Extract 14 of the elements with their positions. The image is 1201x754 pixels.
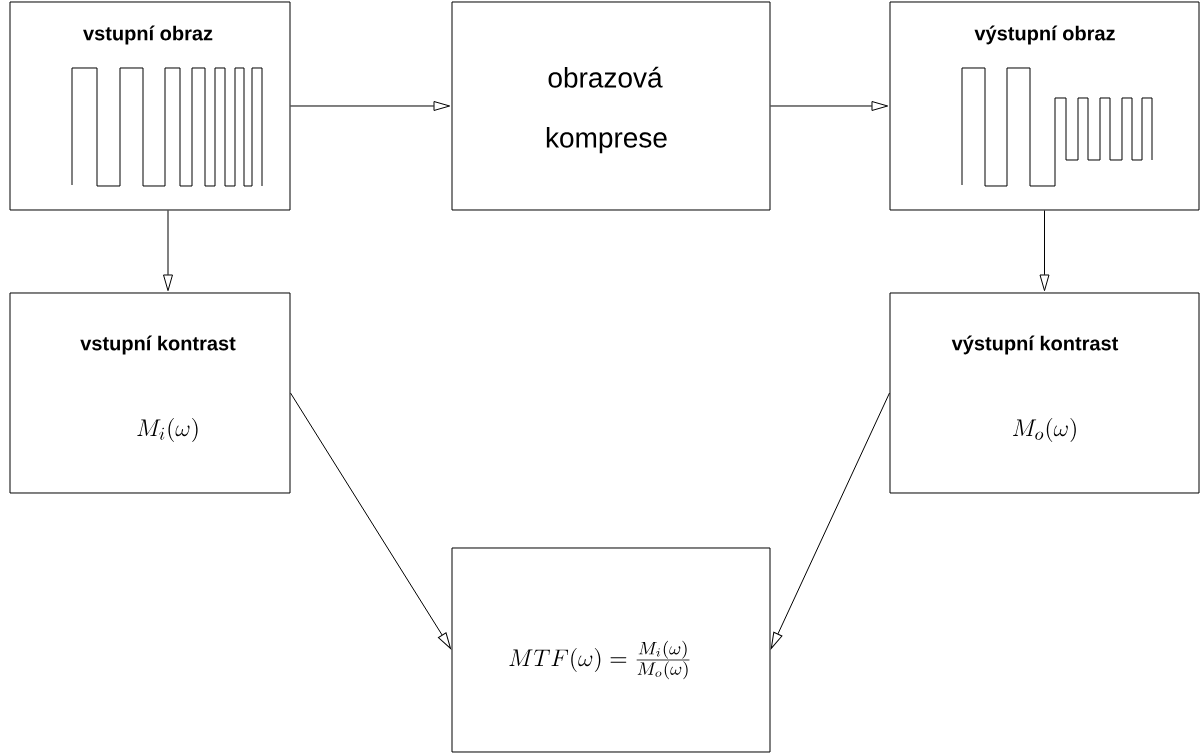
arrow: [290, 392, 451, 649]
arrow: [770, 101, 889, 111]
formula: $M_i(\omega)$: [137, 418, 198, 442]
arrow: [1039, 210, 1050, 292]
arrow: [770, 392, 890, 649]
arrow: [163, 210, 173, 292]
box-title: vstupní kontrast: [80, 335, 236, 355]
box-title: vstupní obraz: [83, 25, 213, 45]
box-label: obrazová komprese: [546, 66, 667, 154]
formula: $MTF(\omega) = \frac{M_i(\omega)}{M_o(\omega)}$: [509, 640, 690, 680]
arrow: [290, 101, 451, 111]
box-title: výstupní kontrast: [951, 335, 1119, 355]
box-title: výstupní obraz: [974, 25, 1115, 45]
formula: $M_o(\omega)$: [1012, 418, 1076, 442]
